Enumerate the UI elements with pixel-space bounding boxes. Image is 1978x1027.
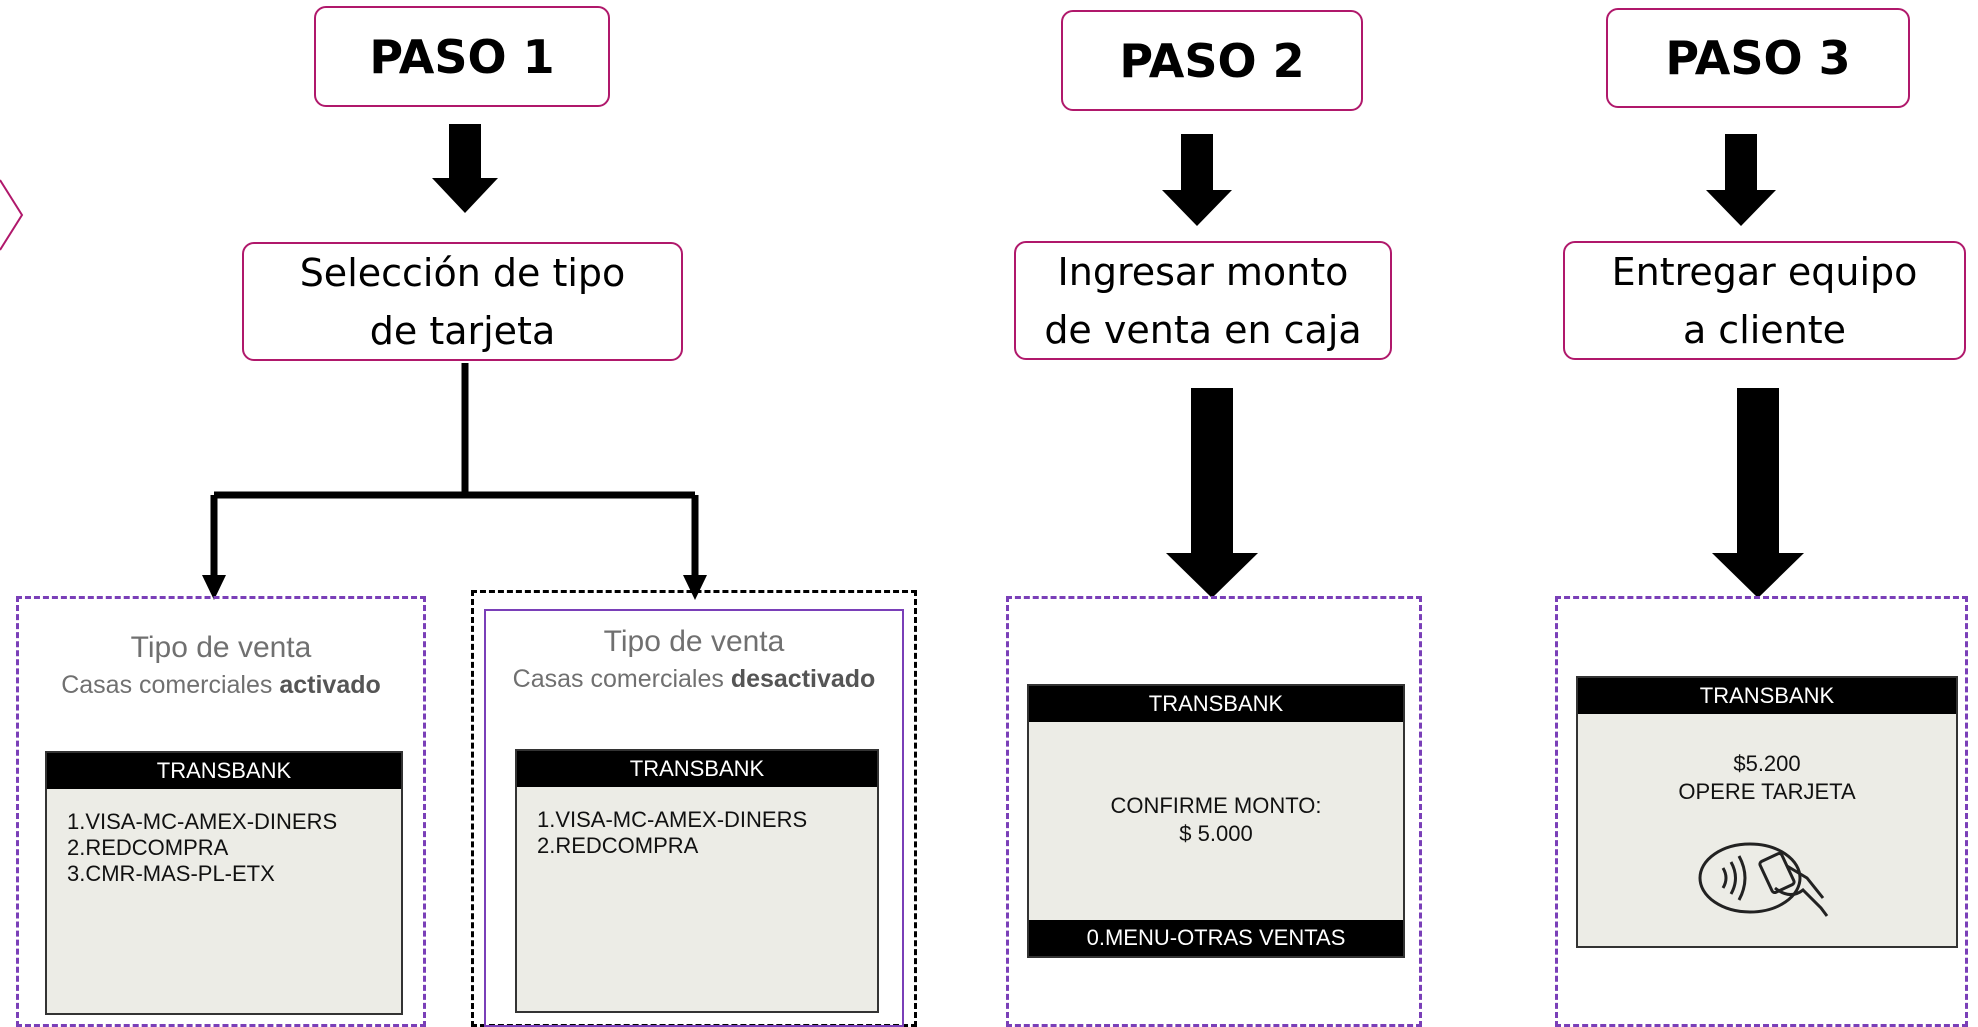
left-edge-chevron xyxy=(0,179,24,251)
menu-line: 1.VISA-MC-AMEX-DINERS xyxy=(67,809,338,834)
pos-screen: TRANSBANK 1.VISA-MC-AMEX-DINERS 2.REDCOM… xyxy=(45,751,403,1015)
node-label: Selección de tipo de tarjeta xyxy=(299,250,626,353)
confirm-label: CONFIRME MONTO: xyxy=(1110,793,1322,818)
panel-opere-tarjeta: TRANSBANK $5.200 OPERE TARJETA xyxy=(1555,596,1968,1027)
node-ingresar-monto: Ingresar monto de venta en caja xyxy=(1014,241,1392,360)
caption-sub-status: desactivado xyxy=(730,665,876,693)
caption-sub-prefix: Casas comerciales xyxy=(61,671,273,699)
step-label: PASO 2 xyxy=(1119,33,1305,88)
menu-line: 2.REDCOMPRA xyxy=(67,835,229,860)
caption-subtitle: Casas comerciales desactivado xyxy=(486,665,902,694)
screen-header: TRANSBANK xyxy=(47,753,401,789)
menu-line: 2.REDCOMPRA xyxy=(537,833,699,858)
menu-line: 3.CMR-MAS-PL-ETX xyxy=(67,861,275,886)
step-box-paso2: PASO 2 xyxy=(1061,10,1363,111)
screen-body: $5.200 OPERE TARJETA xyxy=(1578,750,1956,806)
arrow-paso2-down xyxy=(1162,134,1232,226)
screen-menu: 1.VISA-MC-AMEX-DINERS 2.REDCOMPRA 3.CMR-… xyxy=(47,789,401,887)
pos-screen: TRANSBANK $5.200 OPERE TARJETA xyxy=(1576,676,1958,948)
panel-confirmar-monto: TRANSBANK CONFIRME MONTO: $ 5.000 0.MENU… xyxy=(1006,596,1422,1027)
caption-subtitle: Casas comerciales activado xyxy=(19,671,423,700)
node-entregar-equipo: Entregar equipo a cliente xyxy=(1563,241,1966,360)
step-box-paso1: PASO 1 xyxy=(314,6,610,107)
screen-header: TRANSBANK xyxy=(1578,678,1956,714)
arrow-paso1-down xyxy=(432,124,498,213)
screen-header: TRANSBANK xyxy=(1029,686,1403,722)
node-seleccion-tipo-tarjeta: Selección de tipo de tarjeta xyxy=(242,242,683,361)
contactless-card-icon xyxy=(1698,842,1829,917)
menu-line: 1.VISA-MC-AMEX-DINERS xyxy=(537,807,808,832)
screen-footer: 0.MENU-OTRAS VENTAS xyxy=(1029,920,1403,956)
branch-connector xyxy=(210,363,699,578)
panel-desactivado-inner: Tipo de venta Casas comerciales desactiv… xyxy=(484,609,904,1027)
amount-value: $ 5.000 xyxy=(1179,821,1253,846)
caption-sub-status: activado xyxy=(279,671,381,699)
caption-title: Tipo de venta xyxy=(603,625,785,658)
pos-screen: TRANSBANK CONFIRME MONTO: $ 5.000 0.MENU… xyxy=(1027,684,1405,958)
step-label: PASO 3 xyxy=(1665,31,1851,85)
amount-value: $5.200 xyxy=(1733,751,1801,776)
operate-label: OPERE TARJETA xyxy=(1678,779,1856,804)
arrow-to-operar xyxy=(1712,388,1804,598)
screen-menu: 1.VISA-MC-AMEX-DINERS 2.REDCOMPRA xyxy=(517,787,877,859)
step-label: PASO 1 xyxy=(369,29,555,84)
arrow-to-confirmar xyxy=(1166,388,1258,598)
step-box-paso3: PASO 3 xyxy=(1606,8,1910,108)
caption-title: Tipo de venta xyxy=(130,631,312,664)
arrow-to-desactivado xyxy=(683,575,707,600)
caption-sub-prefix: Casas comerciales xyxy=(512,665,724,693)
node-label: Entregar equipo a cliente xyxy=(1611,249,1918,352)
panel-desactivado: Tipo de venta Casas comerciales desactiv… xyxy=(471,590,917,1027)
arrow-paso3-down xyxy=(1706,134,1776,226)
screen-header: TRANSBANK xyxy=(517,751,877,787)
pos-screen: TRANSBANK 1.VISA-MC-AMEX-DINERS 2.REDCOM… xyxy=(515,749,879,1013)
node-label: Ingresar monto de venta en caja xyxy=(1044,249,1362,352)
screen-body: CONFIRME MONTO: $ 5.000 xyxy=(1029,792,1403,848)
panel-activado: Tipo de venta Casas comerciales activado… xyxy=(16,596,426,1027)
arrow-to-activado xyxy=(202,575,226,600)
